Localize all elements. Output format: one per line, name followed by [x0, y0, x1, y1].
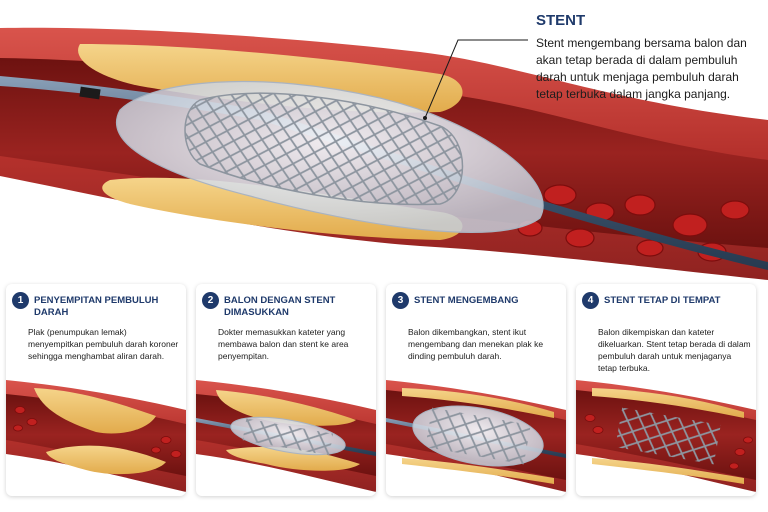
step-description: Balon dikempiskan dan kateter dikeluarka…	[598, 327, 751, 373]
step-3-illustration	[386, 380, 566, 492]
step-card-4: 4 STENT TETAP DI TEMPAT Balon dikempiska…	[576, 284, 756, 496]
step-title: PENYEMPITAN PEMBULUH DARAH	[34, 295, 159, 318]
step-card-3: 3 STENT MENGEMBANG Balon dikembangkan, s…	[386, 284, 566, 496]
plaque-bottom	[102, 177, 463, 240]
step-2-illustration	[196, 380, 376, 492]
callout-leader	[424, 39, 528, 119]
step-card-2: 2 BALON DENGAN STENT DIMASUKKAN Dokter m…	[196, 284, 376, 496]
step-number-badge: 3	[392, 292, 409, 309]
steps-panel: 1 PENYEMPITAN PEMBULUH DARAH Plak (penum…	[0, 282, 768, 512]
step-description: Plak (penumpukan lemak) menyempitkan pem…	[28, 327, 179, 361]
hero-illustration	[0, 27, 768, 280]
stent-callout: STENT Stent mengembang bersama balon dan…	[536, 12, 762, 103]
stent	[184, 92, 464, 206]
step-1-illustration	[6, 380, 186, 492]
step-title: STENT TETAP DI TEMPAT	[604, 295, 721, 306]
step-number-badge: 4	[582, 292, 599, 309]
callout-title: STENT	[536, 12, 586, 29]
step-description: Dokter memasukkan kateter yang membawa b…	[218, 327, 349, 361]
callout-text: Stent mengembang bersama balon dan akan …	[536, 36, 747, 101]
step-card-1: 1 PENYEMPITAN PEMBULUH DARAH Plak (penum…	[6, 284, 186, 496]
step-4-illustration	[576, 380, 756, 492]
catheter	[0, 76, 768, 270]
step-number-badge: 2	[202, 292, 219, 309]
step-title: BALON DENGAN STENT DIMASUKKAN	[224, 295, 336, 318]
step-description: Balon dikembangkan, stent ikut mengemban…	[408, 327, 544, 361]
step-title: STENT MENGEMBANG	[414, 295, 519, 306]
step-number-badge: 1	[12, 292, 29, 309]
